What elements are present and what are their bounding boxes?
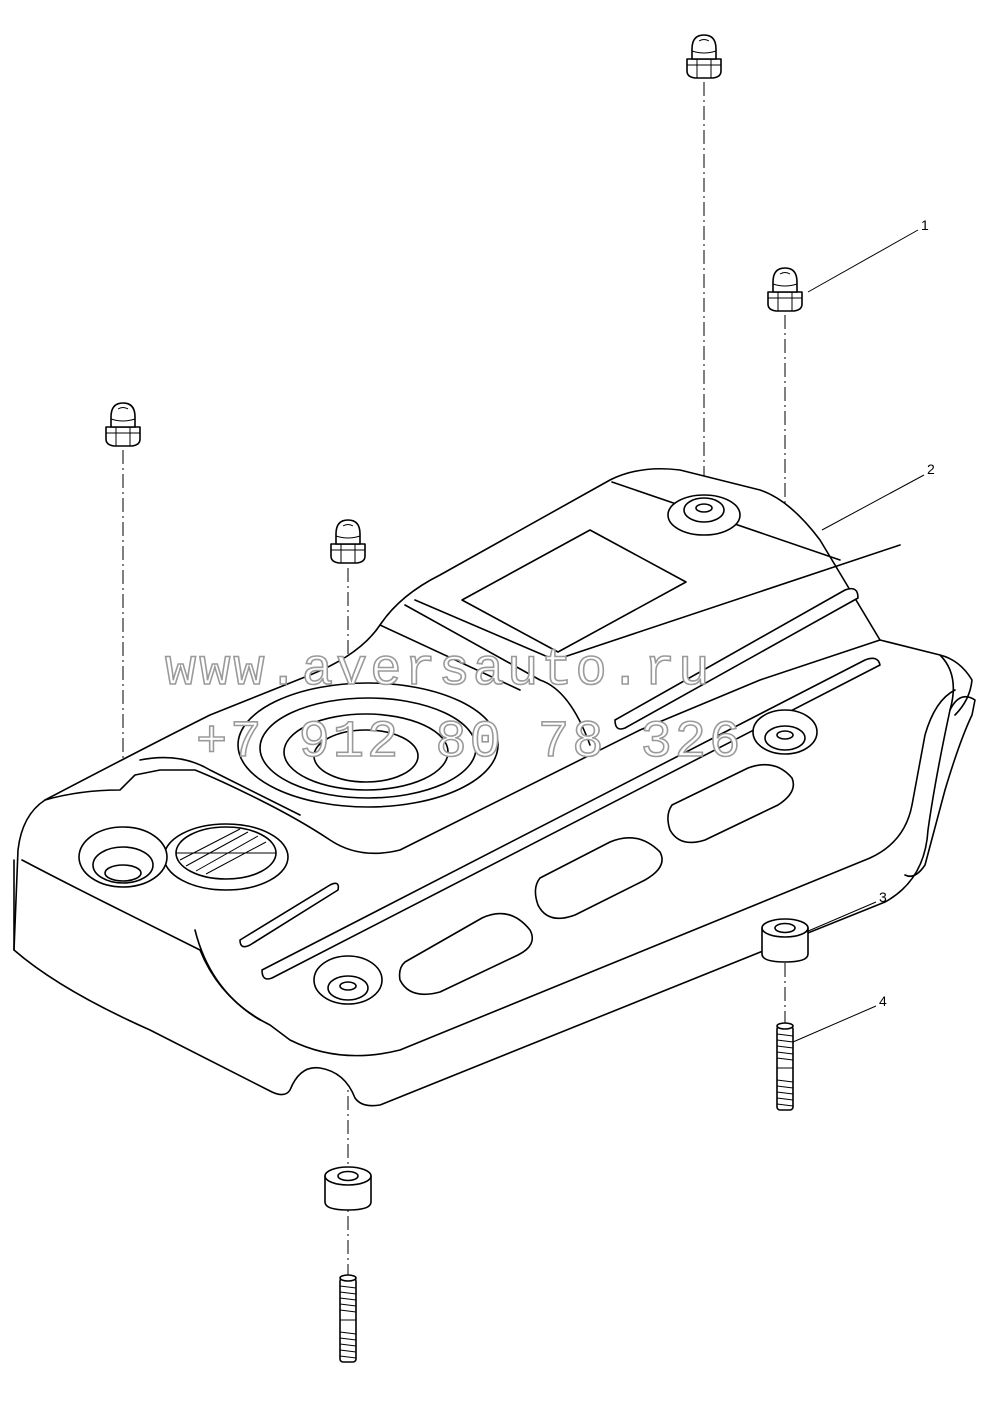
watermark-phone: +7 912 80 78 326 [196, 713, 743, 772]
callout-3: 3 [879, 889, 887, 905]
watermark-url: www.aversauto.ru [165, 641, 712, 700]
callout-1: 1 [921, 217, 929, 233]
callout-labels: 1 2 3 4 [879, 217, 935, 1009]
callout-4: 4 [879, 993, 887, 1009]
callout-2: 2 [927, 461, 935, 477]
oil-filler-cap-icon [163, 823, 289, 891]
leader-lines [792, 229, 925, 1043]
engine-cover-icon [13, 467, 976, 1107]
watermark: www.aversauto.ru +7 912 80 78 326 [164, 640, 743, 773]
